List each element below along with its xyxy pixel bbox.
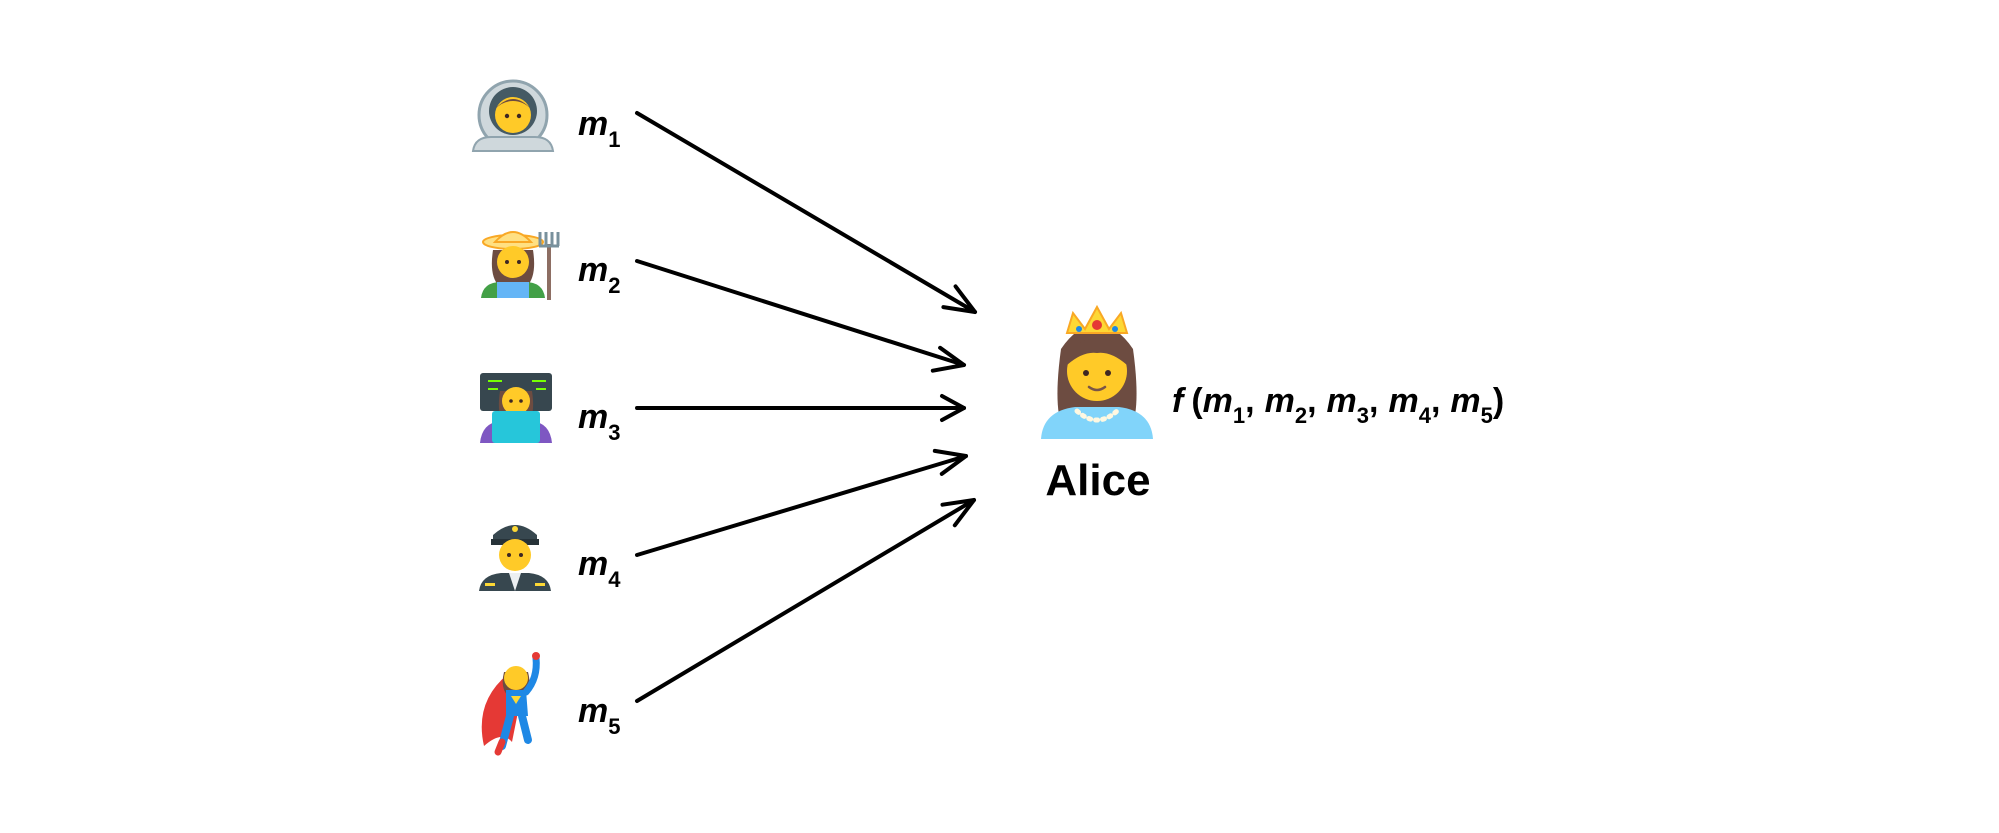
function-name: f [1172, 382, 1187, 420]
function-open-paren: ( [1191, 382, 1203, 420]
pilot-icon [479, 525, 551, 591]
sender-label-1: m1 [578, 105, 620, 152]
sender-label-5: m5 [578, 692, 620, 739]
astronaut-icon [471, 79, 555, 152]
sender-label-4-sub: 4 [608, 567, 621, 592]
sender-label-3-base: m [578, 398, 608, 436]
sender-label-5-base: m [578, 692, 608, 730]
sender-label-3-sub: 3 [608, 420, 620, 445]
function-arg-2-base: m [1265, 382, 1295, 420]
sender-label-2: m2 [578, 251, 620, 298]
sender-label-1-base: m [578, 105, 608, 143]
function-arg-5-sub: 5 [1481, 403, 1493, 428]
function-arg-4-sub: 4 [1419, 403, 1432, 428]
function-arg-1-base: m [1203, 382, 1233, 420]
sender-label-2-sub: 2 [608, 273, 620, 298]
arrow-3 [635, 394, 966, 422]
function-separator-3: , [1369, 382, 1378, 420]
function-close-paren: ) [1493, 382, 1504, 420]
sender-label-5-sub: 5 [608, 714, 620, 739]
sender-label-4: m4 [578, 545, 621, 592]
function-arg-2-sub: 2 [1295, 403, 1307, 428]
function-arg-4-base: m [1388, 382, 1418, 420]
sender-label-3: m3 [578, 398, 620, 445]
technologist-icon [480, 373, 552, 443]
arrow-1 [635, 111, 977, 314]
function-separator-2: , [1307, 382, 1316, 420]
arrow-4 [635, 448, 968, 557]
sender-label-4-base: m [578, 545, 608, 583]
sender-label-2-base: m [578, 251, 608, 289]
function-expression: f(m1,m2,m3,m4,m5) [1172, 382, 1504, 428]
function-arg-5-base: m [1450, 382, 1480, 420]
function-separator-4: , [1431, 382, 1440, 420]
function-arg-1-sub: 1 [1233, 403, 1245, 428]
function-arg-3-sub: 3 [1357, 403, 1369, 428]
superhero-icon [481, 652, 540, 756]
arrow-2 [635, 259, 966, 373]
function-separator-1: , [1245, 382, 1254, 420]
sender-label-1-sub: 1 [608, 127, 620, 152]
farmer-icon [481, 231, 560, 300]
arrow-5 [635, 498, 976, 703]
function-arg-3-base: m [1327, 382, 1357, 420]
princess-icon [1041, 304, 1153, 439]
receiver-name: Alice [1045, 456, 1150, 505]
